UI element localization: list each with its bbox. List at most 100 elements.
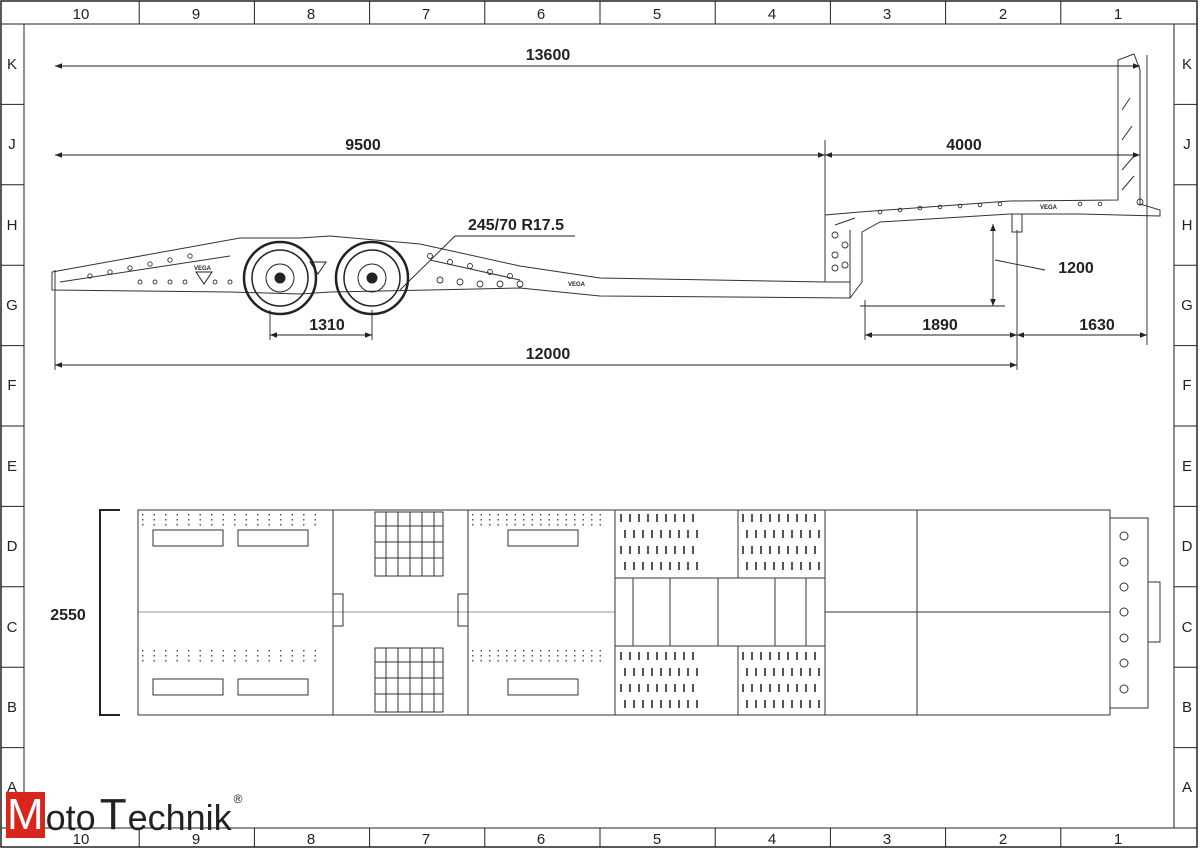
- deck-hole: [642, 562, 644, 570]
- deck-hole: [176, 514, 178, 516]
- deck-hole: [791, 530, 793, 538]
- deck-hole: [176, 660, 178, 662]
- grid-row-label: F: [7, 377, 16, 394]
- deck-hole: [480, 514, 482, 516]
- deck-hole: [746, 700, 748, 708]
- deck-hole: [818, 530, 820, 538]
- deck-hole: [506, 524, 508, 526]
- deck-hole: [787, 546, 789, 554]
- deck-hole: [599, 524, 601, 526]
- deck-hole: [660, 700, 662, 708]
- logo-letter-m: M: [6, 790, 45, 839]
- grid-col-label: 1: [1114, 6, 1122, 23]
- deck-hole: [656, 514, 658, 522]
- deck-hole: [678, 700, 680, 708]
- grid-col-label: 6: [537, 831, 545, 848]
- deck-hole: [303, 514, 305, 516]
- deck-hole: [814, 652, 816, 660]
- grid-column-ticks: [138, 1, 1062, 847]
- deck-hole: [268, 519, 270, 521]
- deck-hole: [506, 660, 508, 662]
- tyre-size-label: 245/70 R17.5: [468, 217, 564, 234]
- deck-hole: [314, 519, 316, 521]
- deck-hole: [142, 660, 144, 662]
- grid-row-ticks: [1, 103, 1197, 749]
- deck-hole: [647, 684, 649, 692]
- deck-hole: [642, 700, 644, 708]
- deck-hole: [557, 655, 559, 657]
- deck-hole-pattern: [142, 514, 820, 708]
- deck-hole: [557, 660, 559, 662]
- wheel-well-grid: [374, 511, 444, 577]
- dim-overall-length: 13600: [526, 47, 571, 64]
- grid-row-label: F: [1182, 377, 1191, 394]
- landing-leg: [1011, 213, 1023, 233]
- deck-hole: [687, 668, 689, 676]
- grid-row-label: E: [7, 458, 17, 475]
- deck-hole: [656, 546, 658, 554]
- deck-hole: [245, 514, 247, 516]
- deck-hole: [746, 530, 748, 538]
- brand-badges: [195, 261, 327, 285]
- deck-hole: [642, 668, 644, 676]
- deck-hole: [480, 524, 482, 526]
- deck-hole: [599, 660, 601, 662]
- deck-hole: [669, 562, 671, 570]
- dim-overall-width: 2550: [50, 607, 86, 624]
- deck-hole: [674, 514, 676, 522]
- grid-row-labels-right: K J H G F E D C B A: [1181, 56, 1193, 796]
- deck-hole: [683, 652, 685, 660]
- deck-hole: [531, 650, 533, 652]
- deck-hole: [222, 519, 224, 521]
- deck-hole: [540, 660, 542, 662]
- deck-hole: [620, 684, 622, 692]
- deck-hole: [565, 519, 567, 521]
- deck-hole: [778, 514, 780, 522]
- mototechnik-logo: M oto T echnik ®: [6, 786, 243, 838]
- deck-hole: [506, 655, 508, 657]
- deck-hole: [472, 514, 474, 516]
- deck-hole: [651, 530, 653, 538]
- deck-hole: [764, 530, 766, 538]
- deck-hole: [268, 650, 270, 652]
- deck-hole: [257, 655, 259, 657]
- deck-hole: [291, 519, 293, 521]
- deck-hole: [751, 652, 753, 660]
- deck-hole: [665, 514, 667, 522]
- deck-hole: [805, 684, 807, 692]
- deck-hole: [153, 660, 155, 662]
- grid-col-label: 9: [192, 831, 200, 848]
- grid-col-label: 4: [768, 831, 776, 848]
- deck-hole: [245, 519, 247, 521]
- deck-hole: [805, 652, 807, 660]
- deck-hole: [234, 514, 236, 516]
- deck-hole: [222, 514, 224, 516]
- deck-hole: [760, 684, 762, 692]
- deck-hole: [782, 700, 784, 708]
- deck-hole: [514, 650, 516, 652]
- deck-hole: [651, 700, 653, 708]
- deck-hole: [153, 519, 155, 521]
- deck-hole: [303, 519, 305, 521]
- deck-hole: [599, 519, 601, 521]
- deck-hole: [523, 655, 525, 657]
- deck-hole: [818, 700, 820, 708]
- deck-hole: [692, 684, 694, 692]
- wheel-front: [242, 240, 318, 316]
- grid-col-label: 10: [73, 6, 90, 23]
- deck-hole: [809, 562, 811, 570]
- deck-hole: [591, 650, 593, 652]
- deck-hole: [497, 655, 499, 657]
- deck-hole: [809, 668, 811, 676]
- deck-hole: [669, 668, 671, 676]
- brand-mark: VEGA: [194, 266, 212, 272]
- deck-hole: [472, 519, 474, 521]
- grid-row-label: H: [1182, 217, 1193, 234]
- deck-hole: [489, 655, 491, 657]
- grid-col-label: 8: [307, 6, 315, 23]
- deck-hole: [291, 655, 293, 657]
- dim-deck-height: 1200: [1058, 260, 1094, 277]
- deck-hole: [647, 652, 649, 660]
- deck-hole: [782, 530, 784, 538]
- deck-hole: [222, 650, 224, 652]
